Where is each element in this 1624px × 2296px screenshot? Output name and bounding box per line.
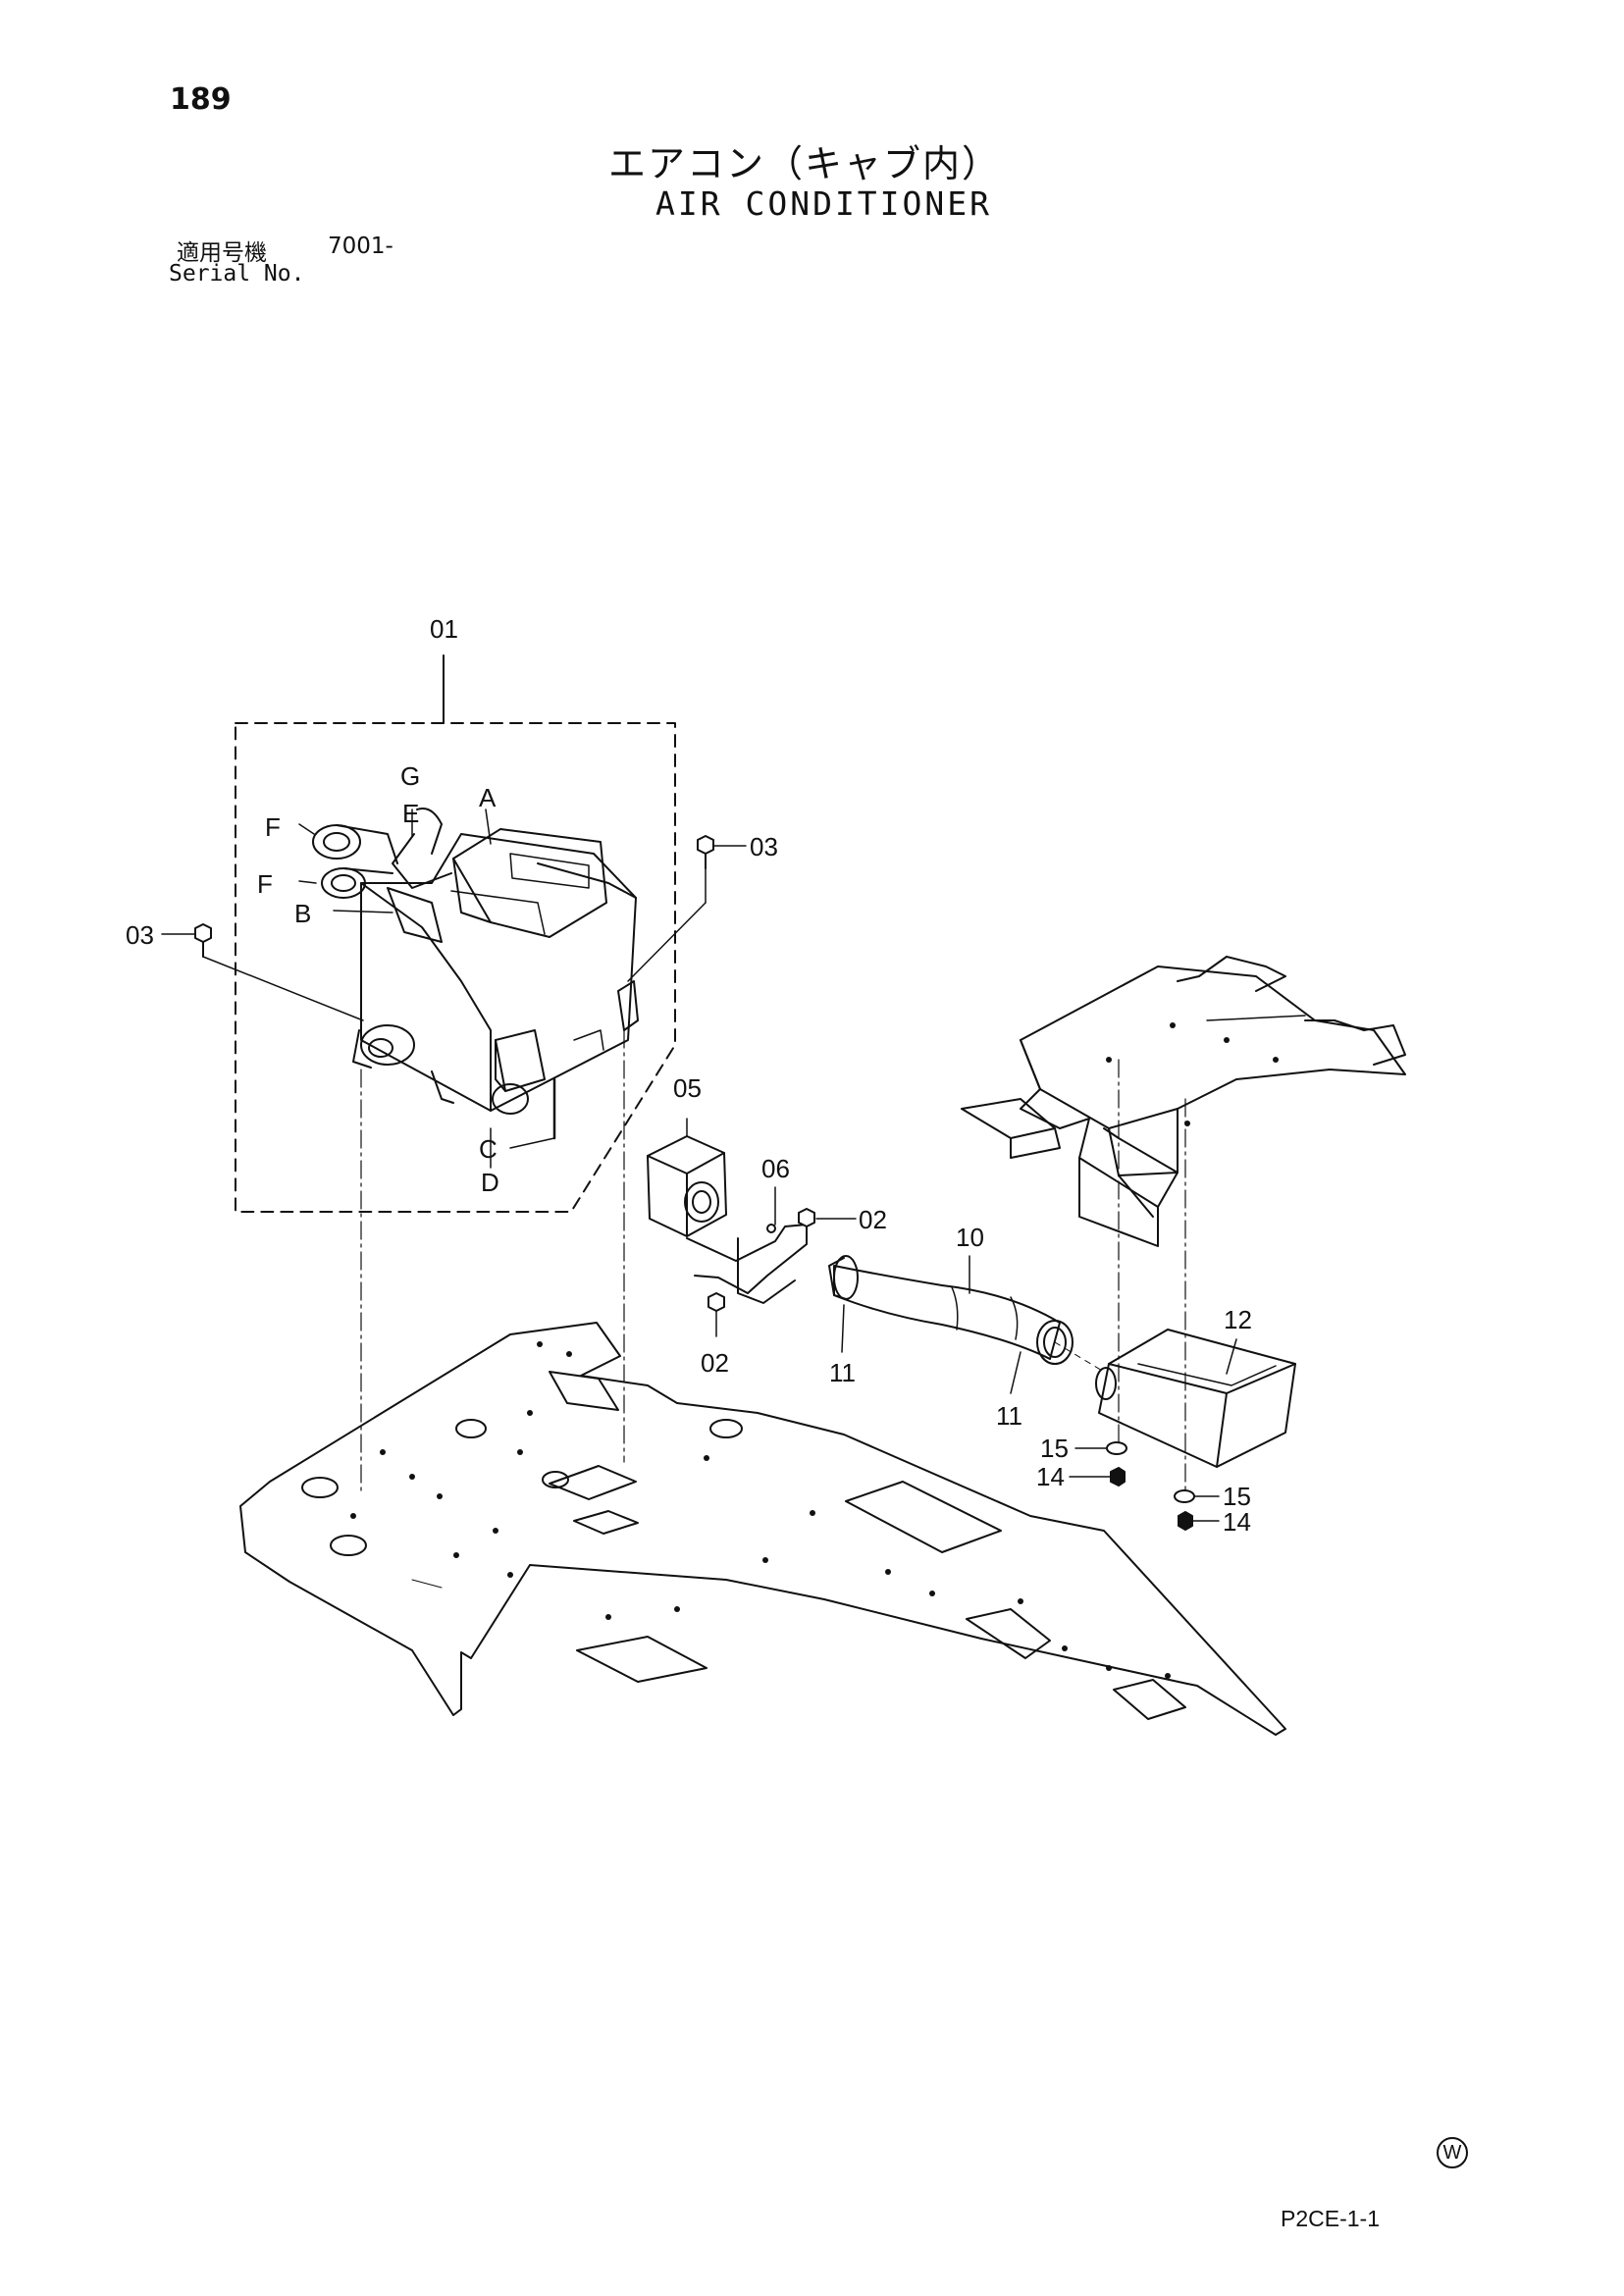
cab-floor-plate — [239, 1322, 1286, 1736]
bolt-14-left — [1110, 1467, 1126, 1487]
callout-10: 10 — [956, 1223, 984, 1252]
air-conditioner-assembly-boundary — [235, 722, 676, 1213]
bolt-03-left — [194, 923, 212, 958]
callout-06: 06 — [761, 1154, 790, 1183]
callout-c: C — [479, 1134, 498, 1164]
serial-number-value: 7001- — [328, 234, 393, 259]
callout-e: E — [402, 799, 419, 828]
drawing-code: P2CE-1-1 — [1281, 2206, 1380, 2231]
washer-15-right — [1174, 1489, 1195, 1503]
outlet-duct — [1054, 1329, 1296, 1468]
callout-f-upper: F — [265, 812, 281, 842]
console-frame — [961, 956, 1406, 1247]
callout-05: 05 — [673, 1073, 702, 1103]
bolt-03-right — [697, 835, 714, 869]
callout-15-left: 15 — [1040, 1434, 1069, 1463]
callout-g: G — [400, 761, 420, 791]
duct-module — [647, 1135, 727, 1237]
serial-label-english: Serial No. — [169, 261, 305, 287]
callout-labels: 01 G E A F F B 03 03 C D 05 06 02 02 10 … — [126, 614, 1252, 1537]
callout-a: A — [479, 783, 497, 812]
bolt-02-right — [798, 1208, 815, 1227]
alignment-lines — [360, 1029, 1186, 1492]
bolt-14-right — [1178, 1511, 1193, 1531]
leader-lines — [161, 809, 1237, 1522]
serial-label-japanese: 適用号機 — [177, 240, 267, 266]
callout-12: 12 — [1224, 1305, 1252, 1334]
page-number: 189 — [170, 82, 232, 117]
callout-15-right: 15 — [1223, 1482, 1251, 1511]
callout-11-left: 11 — [829, 1358, 856, 1387]
callout-03-right: 03 — [750, 832, 778, 861]
callout-14-left: 14 — [1036, 1462, 1065, 1491]
environment-mark: W — [1437, 2137, 1468, 2168]
callout-02-right: 02 — [859, 1205, 887, 1234]
callout-f-lower: F — [257, 869, 273, 899]
flexible-duct — [828, 1255, 1074, 1365]
callout-03-left: 03 — [126, 920, 154, 950]
callout-11-right: 11 — [996, 1401, 1022, 1431]
callout-14-right: 14 — [1223, 1507, 1251, 1537]
page-title-japanese: エアコン（キャブ内） — [608, 142, 1002, 185]
washer-15-left — [1106, 1441, 1127, 1455]
bolt-02-bottom — [707, 1292, 725, 1312]
callout-b: B — [294, 899, 311, 928]
callout-01: 01 — [430, 614, 458, 644]
callout-02-bottom: 02 — [701, 1348, 729, 1378]
page-title-english: AIR CONDITIONER — [655, 184, 993, 223]
mounting-bracket — [686, 1224, 808, 1304]
callout-d: D — [481, 1168, 499, 1197]
air-conditioner-unit — [312, 808, 639, 1140]
